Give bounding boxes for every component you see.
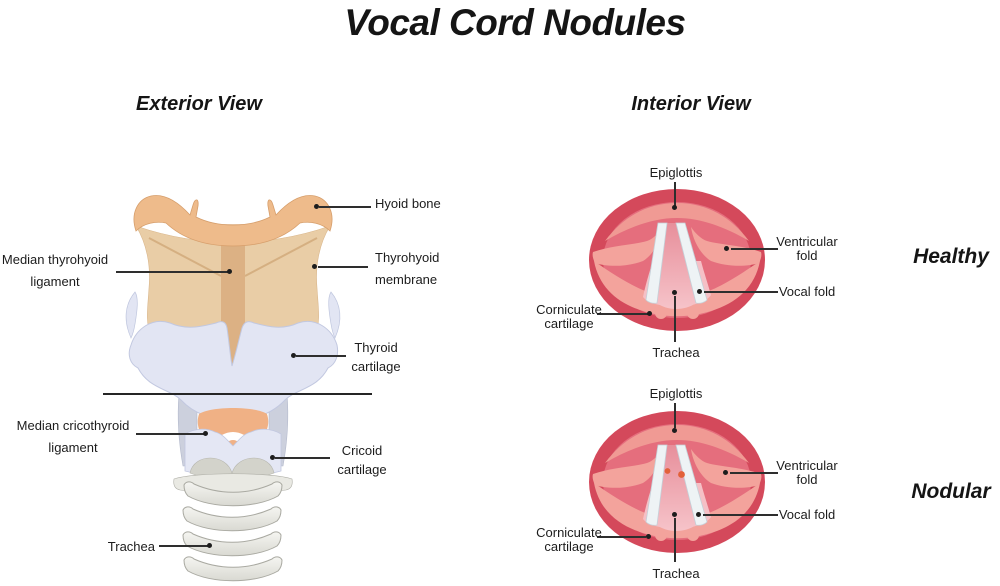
trachea-leader-dot xyxy=(207,543,212,548)
healthy-trachea-leader-dot xyxy=(672,290,677,295)
healthy-corniculate-leader-line xyxy=(597,313,649,315)
hyoid-leader-line xyxy=(319,206,371,208)
healthy-epiglottis-leader-line xyxy=(674,182,676,206)
superior-horn-right xyxy=(328,291,341,339)
nodular-corniculate-leader-dot xyxy=(646,534,651,539)
healthy-vocal-fold-leader-line xyxy=(704,291,778,293)
thyroid-leader-dot xyxy=(291,353,296,358)
nodular-vocal-fold-leader-line xyxy=(703,514,778,516)
thyrohyoid-membrane-label: Thyrohyoid membrane xyxy=(375,250,440,287)
nodular-vocal-fold-label: Vocal fold xyxy=(778,507,836,522)
median-cricothyroid-ligament-label: Median cricothyroid ligament xyxy=(16,418,130,455)
nodular-ventricular-fold-label: Ventricular fold xyxy=(776,458,838,487)
trachea-rings xyxy=(182,481,283,582)
hyoid-leader-dot xyxy=(314,204,319,209)
thyrohyoid-ligament-leader-line xyxy=(116,271,228,273)
nodular-side-label: Nodular xyxy=(911,480,991,503)
healthy-ventricular-leader-dot xyxy=(724,246,729,251)
nodular-trachea-leader-line xyxy=(674,518,676,562)
thyroid-cartilage-shape xyxy=(128,321,339,421)
trachea-leader-line xyxy=(159,545,208,547)
cricoid-cartilage-label: Cricoid cartilage xyxy=(337,443,387,477)
thyrohyoid-ligament-leader-dot xyxy=(227,269,232,274)
interior-view-heading: Interior View xyxy=(631,93,751,115)
cricothyroid-ligament-leader-dot xyxy=(203,431,208,436)
membrane-leader-dot xyxy=(312,264,317,269)
healthy-corniculate-leader-dot xyxy=(647,311,652,316)
nodular-trachea-label: Trachea xyxy=(652,566,700,581)
healthy-ventricular-leader-line xyxy=(731,248,778,250)
nodular-corniculate-leader-line xyxy=(597,536,646,538)
cricoid-leader-dot xyxy=(270,455,275,460)
healthy-corniculate-cartilage-label: Corniculate cartilage xyxy=(536,302,602,331)
healthy-epiglottis-label: Epiglottis xyxy=(649,165,703,180)
vocal-nodule-right xyxy=(678,471,685,478)
nodular-ventricular-leader-line xyxy=(730,472,778,474)
nodular-epiglottis-leader-line xyxy=(674,403,676,428)
section-cut-line xyxy=(103,393,372,396)
nodular-epiglottis-leader-dot xyxy=(672,428,677,433)
cricoid-leader-line xyxy=(275,457,330,459)
healthy-trachea-leader-line xyxy=(674,296,676,342)
median-thyrohyoid-ligament-label: Median thyrohyoid ligament xyxy=(1,252,109,289)
nodular-epiglottis-label: Epiglottis xyxy=(649,386,703,401)
healthy-ventricular-fold-label: Ventricular fold xyxy=(776,234,838,263)
healthy-vocal-fold-leader-dot xyxy=(697,289,702,294)
healthy-epiglottis-leader-dot xyxy=(672,205,677,210)
interior-larynx-nodular-illustration xyxy=(589,411,765,553)
thyroid-cartilage-label: Thyroid cartilage xyxy=(351,340,401,374)
nodular-corniculate-cartilage-label: Corniculate cartilage xyxy=(536,525,602,554)
hyoid-bone-label: Hyoid bone xyxy=(375,196,441,211)
exterior-view-heading: Exterior View xyxy=(136,93,262,115)
healthy-trachea-label: Trachea xyxy=(652,345,700,360)
nodular-ventricular-leader-dot xyxy=(723,470,728,475)
cricothyroid-ligament-leader-line xyxy=(136,433,204,435)
nodular-trachea-leader-dot xyxy=(672,512,677,517)
healthy-vocal-fold-label: Vocal fold xyxy=(778,284,836,299)
exterior-trachea-label: Trachea xyxy=(107,539,155,554)
superior-horn-left xyxy=(125,291,138,339)
nodular-larynx-art xyxy=(589,411,765,553)
vocal-nodule-left xyxy=(664,468,671,474)
membrane-seam-lines xyxy=(148,237,318,277)
membrane-leader-line xyxy=(318,266,368,268)
nodular-vocal-fold-leader-dot xyxy=(696,512,701,517)
interior-larynx-healthy-illustration xyxy=(589,189,765,331)
page-title: Vocal Cord Nodules xyxy=(344,2,686,43)
healthy-larynx-art xyxy=(589,189,765,331)
healthy-side-label: Healthy xyxy=(913,245,989,268)
hyoid-bone-shape xyxy=(133,195,333,247)
thyroid-leader-line xyxy=(296,355,346,357)
